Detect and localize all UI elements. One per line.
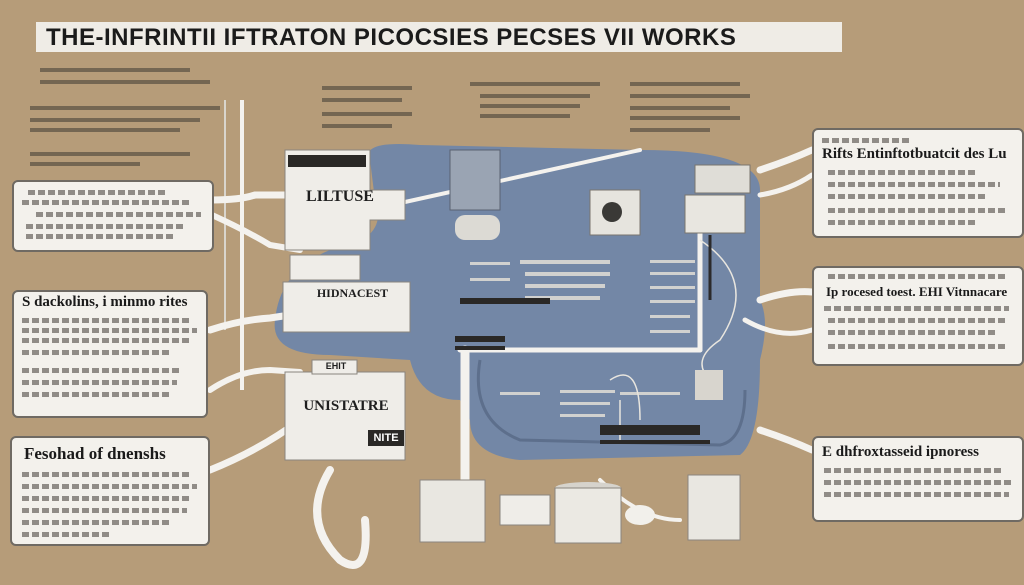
- unit-label: UNISTATRE: [303, 398, 389, 414]
- inlet-block: [284, 149, 406, 251]
- title-bar: [36, 22, 842, 52]
- unit-block: [284, 371, 406, 461]
- annotation-scribbles: [30, 68, 750, 166]
- left-bottom-heading: Fesohad of dnenshs: [24, 444, 166, 463]
- settling-label: HIDNACEST: [316, 286, 389, 300]
- right-top-panel: Rifts Entinftotbuatcit des Lu: [812, 128, 1024, 238]
- unit-tag: NITE: [368, 430, 404, 446]
- unit-cap-label: EHIT: [325, 361, 347, 371]
- left-top-panel: [12, 180, 214, 252]
- right-middle-heading: Ip rocesed toest. EHI Vitnnacare: [826, 284, 1008, 299]
- right-bottom-heading: E dhfroxtasseid ipnoress: [822, 444, 979, 460]
- inlet-label: LILTUSE: [306, 188, 374, 205]
- tank-scribbles: [470, 260, 695, 417]
- right-middle-panel: Ip rocesed toest. EHI Vitnnacare: [812, 266, 1024, 366]
- inlet-tag: [288, 155, 366, 167]
- right-top-heading: Rifts Entinftotbuatcit des Lu: [822, 146, 1007, 162]
- left-middle-panel: S dackolins, i minmo rites: [12, 290, 208, 418]
- left-bottom-panel: Fesohad of dnenshs: [10, 436, 210, 546]
- settling-block: [282, 281, 411, 333]
- right-bottom-panel: E dhfroxtasseid ipnoress: [812, 436, 1024, 522]
- page-title: THE-INFRINTII IFTRATON PICOCSIES PECSES …: [46, 24, 737, 51]
- left-middle-heading: S dackolins, i minmo rites: [22, 294, 188, 310]
